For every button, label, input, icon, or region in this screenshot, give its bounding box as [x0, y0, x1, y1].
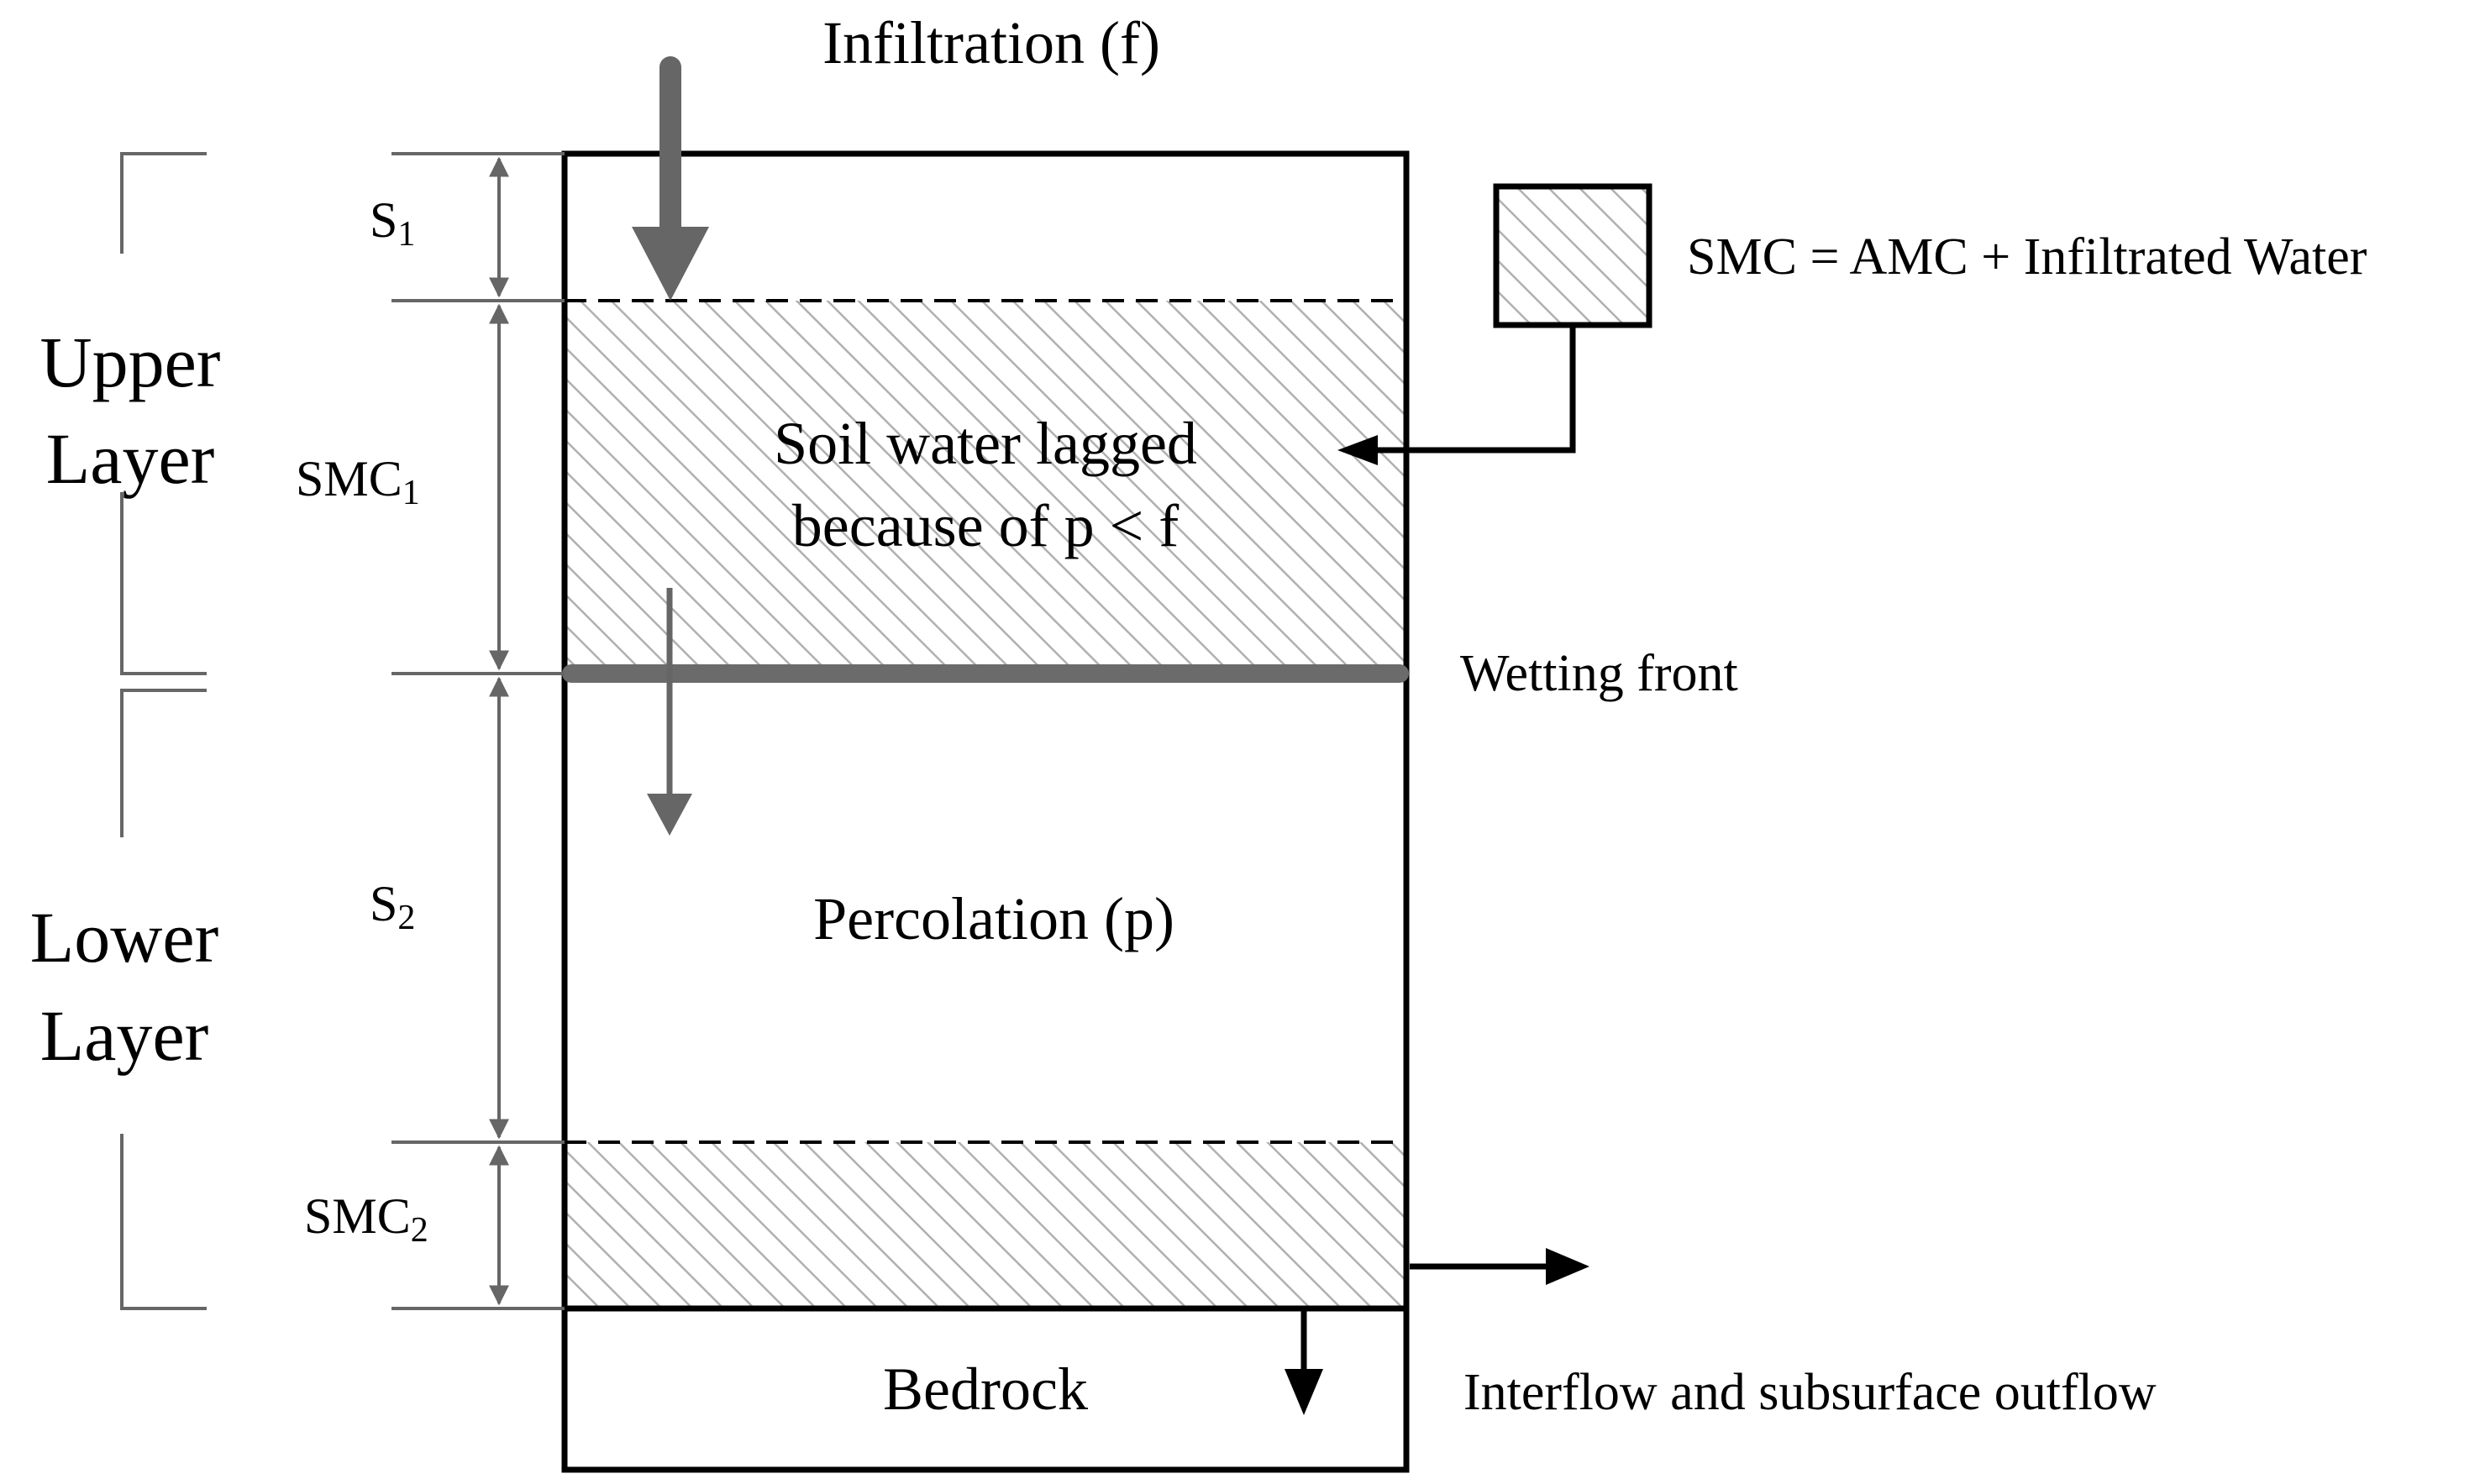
lower-layer-label-line1: Lower — [30, 897, 218, 978]
lower-layer-label-line2: Layer — [40, 995, 209, 1076]
legend-connector-arrow-head — [1337, 435, 1378, 465]
percolation-arrow-head — [647, 794, 692, 836]
lower-layer-bracket — [120, 689, 207, 1310]
smc2-label: SMC2 — [304, 1188, 428, 1250]
soil-column — [561, 150, 1410, 1473]
outflow-label: Interflow and subsurface outflow — [1463, 1364, 2157, 1421]
percolation-label: Percolation (p) — [813, 885, 1174, 952]
smc1-hatched-zone — [565, 301, 1406, 674]
upper-layer-label-line1: Upper — [40, 322, 221, 402]
legend-connector — [1378, 325, 1576, 454]
upper-layer-bracket — [120, 152, 207, 675]
soil-water-label-line2: because of p < f — [792, 492, 1179, 559]
s2-label: S2 — [370, 876, 415, 937]
bedrock-label: Bedrock — [883, 1356, 1088, 1423]
interflow-arrow-head — [1546, 1248, 1589, 1285]
s1-label: S1 — [370, 192, 415, 254]
infiltration-arrow-head — [632, 227, 709, 301]
upper-layer-label-line2: Layer — [46, 418, 215, 499]
infiltration-label: Infiltration (f) — [822, 9, 1160, 76]
legend-hatch-box — [1493, 183, 1652, 328]
smc2-hatched-zone — [565, 1142, 1406, 1308]
smc1-label: SMC1 — [296, 451, 420, 512]
subsurface-arrow-head — [1285, 1369, 1323, 1415]
legend-label: SMC = AMC + Infiltrated Water — [1687, 228, 2367, 286]
dimension-ticks — [391, 152, 565, 1310]
soil-water-label-line1: Soil water lagged — [774, 410, 1197, 477]
wetting-front-label: Wetting front — [1460, 645, 1738, 702]
